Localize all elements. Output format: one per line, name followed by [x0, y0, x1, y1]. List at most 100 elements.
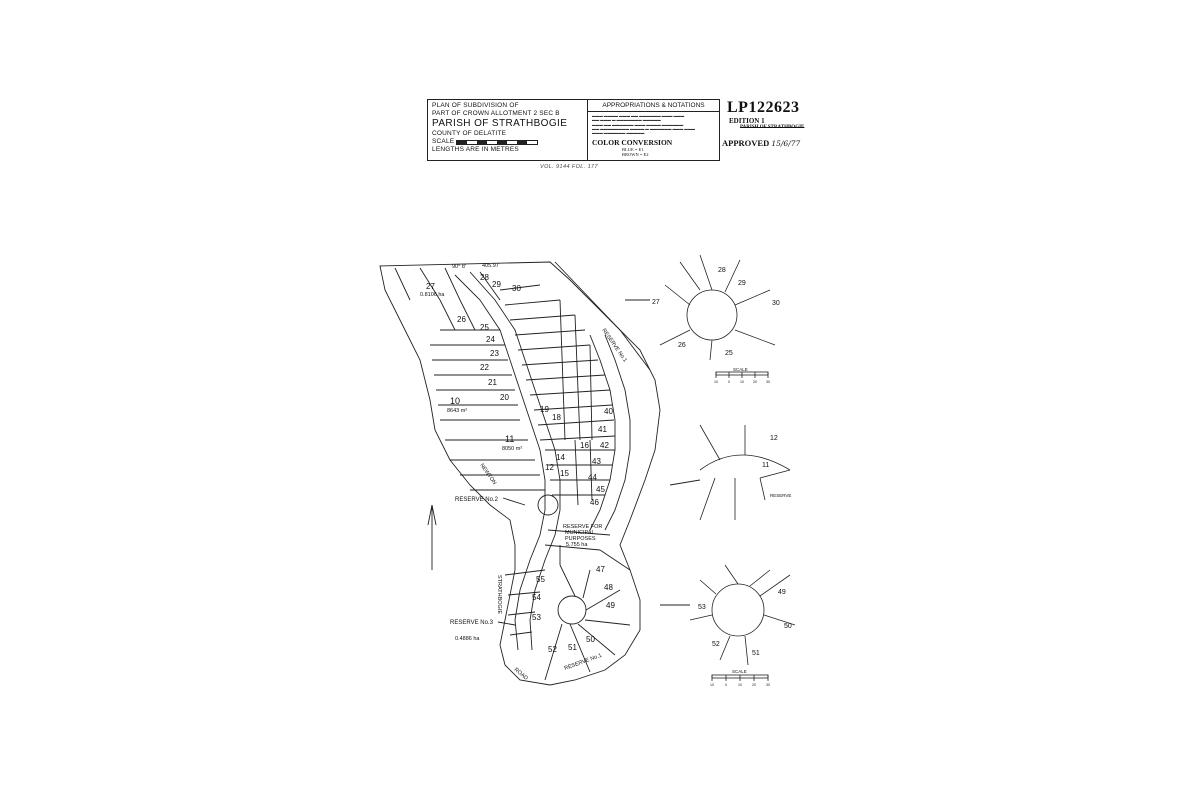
- lot-lines: [544, 529, 611, 551]
- lot-42: 42: [600, 441, 609, 450]
- plan-boundary: [379, 261, 661, 686]
- lot-12: 12: [545, 463, 554, 472]
- notation-line: ▬▬▬ ▬▬▬▬▬▬ ▬▬▬▬▬: [592, 131, 645, 136]
- court-circle-south: [557, 595, 587, 625]
- notation-line: ▬▬ ▬▬▬ ▬ ▬▬▬▬▬▬▬ ▬▬▬▬▬: [592, 118, 661, 123]
- edition-label: EDITION 1: [729, 117, 765, 125]
- lot-15: 15: [560, 469, 569, 478]
- title-line2: PART OF CROWN ALLOTMENT 2 SEC B: [432, 110, 560, 117]
- title-block-left: PLAN OF SUBDIVISION OF PART OF CROWN ALL…: [428, 100, 588, 160]
- lot-50: 50: [586, 635, 595, 644]
- lot-27: 27: [426, 282, 435, 291]
- inset1-scale-label: SCALE: [733, 367, 748, 372]
- reserve-strip: [554, 261, 651, 371]
- inset3-scale-tick: 10: [710, 683, 714, 687]
- inset1-lot-27: 27: [652, 299, 660, 306]
- north-arrow: [427, 504, 437, 570]
- lot-16: 16: [580, 441, 589, 450]
- lot-lines: [430, 299, 545, 491]
- lot-22: 22: [480, 363, 489, 372]
- notations-header: APPROPRIATIONS & NOTATIONS: [588, 100, 719, 112]
- reserve3-label: RESERVE No.3: [450, 620, 494, 626]
- road-label: ROAD: [513, 667, 529, 682]
- scale-row: SCALE: [432, 138, 583, 146]
- color-brown: BROWN = E2: [622, 152, 649, 158]
- reserve-municipal-2: MUNICIPAL: [565, 530, 595, 536]
- road-line: [589, 334, 616, 531]
- parish-name: PARISH OF STRATHBOGIE: [432, 118, 568, 129]
- inset1-lot-26: 26: [678, 342, 686, 349]
- parishes-struck: PARISH OF STRATHBOGIE: [740, 125, 805, 130]
- newton-road: NEWTON: [478, 463, 497, 486]
- inset1-scale-tick: 30: [766, 380, 770, 384]
- lot-30: 30: [512, 284, 521, 293]
- lot27-area: 0.8106 ha: [420, 292, 445, 298]
- lot-55: 55: [536, 575, 545, 584]
- lot-41: 41: [598, 425, 607, 434]
- lot-lines: [394, 267, 616, 441]
- inset1-lot-30: 30: [772, 300, 780, 307]
- lot-lines: [545, 439, 615, 506]
- lot-49: 49: [606, 601, 615, 610]
- lot-20: 20: [500, 393, 509, 402]
- approved-stamp: APPROVED 15/6/77: [722, 138, 800, 148]
- lot-lines: [504, 545, 631, 681]
- road-line: [454, 274, 546, 651]
- length-top: 405.97: [482, 263, 499, 269]
- lot-11: 11: [505, 434, 514, 444]
- inset2-lot-12: 12: [770, 435, 778, 442]
- plan-number: LP122623: [727, 99, 800, 116]
- lot-46: 46: [590, 498, 599, 507]
- inset3-lot-52: 52: [712, 641, 720, 648]
- inset1-lot-25: 25: [725, 350, 733, 357]
- lot-51: 51: [568, 643, 577, 652]
- title-line1: PLAN OF SUBDIVISION OF: [432, 102, 519, 109]
- inset1-scale-tick: 20: [753, 380, 757, 384]
- lot-14: 14: [556, 453, 565, 462]
- inset3-lot-51: 51: [752, 650, 760, 657]
- lot-43: 43: [592, 457, 601, 466]
- inset3-scale-label: SCALE: [732, 669, 747, 674]
- scale-label: SCALE: [432, 138, 455, 145]
- approved-label: APPROVED: [722, 138, 770, 148]
- inset-detail-1: [659, 254, 776, 378]
- lot-19: 19: [540, 405, 549, 414]
- lot-25: 25: [480, 323, 489, 332]
- inset1-lot-28: 28: [718, 267, 726, 274]
- color-blue: BLUE = E1: [622, 147, 644, 153]
- scale-bar: [456, 139, 539, 145]
- reserve-municipal-area: 5.755 ha: [566, 542, 588, 548]
- strathbogie-road: STRATHBOGIE: [496, 575, 502, 614]
- reserve3-area: 0.4886 ha: [455, 636, 480, 642]
- inset2-reserve: RESERVE: [770, 493, 791, 498]
- inset3-lot-49: 49: [778, 589, 786, 596]
- lot-54: 54: [532, 593, 541, 602]
- lot-45: 45: [596, 485, 605, 494]
- inset1-lot-29: 29: [738, 280, 746, 287]
- lot-40: 40: [604, 407, 613, 416]
- court-circle-north: [537, 494, 559, 516]
- inset3-lot-50: 50: [784, 623, 792, 630]
- inset3-scale-tick: 10: [738, 683, 742, 687]
- county-name: COUNTY OF DELATITE: [432, 130, 507, 137]
- reserve2-pointer: [502, 497, 526, 506]
- inset-pointer-2: [669, 479, 701, 486]
- lot-23: 23: [490, 349, 499, 358]
- reserve-municipal-1: RESERVE FOR: [563, 524, 602, 530]
- lot-21: 21: [488, 378, 497, 387]
- title-block: PLAN OF SUBDIVISION OF PART OF CROWN ALL…: [427, 99, 720, 161]
- notation-text-lines: ▬▬▬ ▬▬▬▬ ▬▬▬ ▬▬ ▬▬▬▬▬▬ ▬▬▬ ▬▬▬ ▬▬ ▬▬▬ ▬ …: [592, 114, 715, 135]
- reserve-municipal-3: PURPOSES: [565, 536, 596, 542]
- inset2-lot-11: 11: [762, 462, 769, 469]
- color-conversion-heading: COLOR CONVERSION: [592, 138, 673, 148]
- inset3-lot-53: 53: [698, 604, 706, 611]
- inset1-scale-tick: 10: [714, 380, 718, 384]
- inset1-scale-tick: 0: [728, 380, 730, 384]
- inset3-scale-tick: 20: [752, 683, 756, 687]
- notation-line: ▬▬▬ ▬▬▬▬ ▬▬▬ ▬▬ ▬▬▬▬▬▬ ▬▬▬ ▬▬▬: [592, 114, 685, 118]
- reserve2-label: RESERVE No.2: [455, 497, 499, 503]
- lot-48: 48: [604, 583, 613, 592]
- lot-26: 26: [457, 315, 466, 324]
- lot-52: 52: [548, 645, 557, 654]
